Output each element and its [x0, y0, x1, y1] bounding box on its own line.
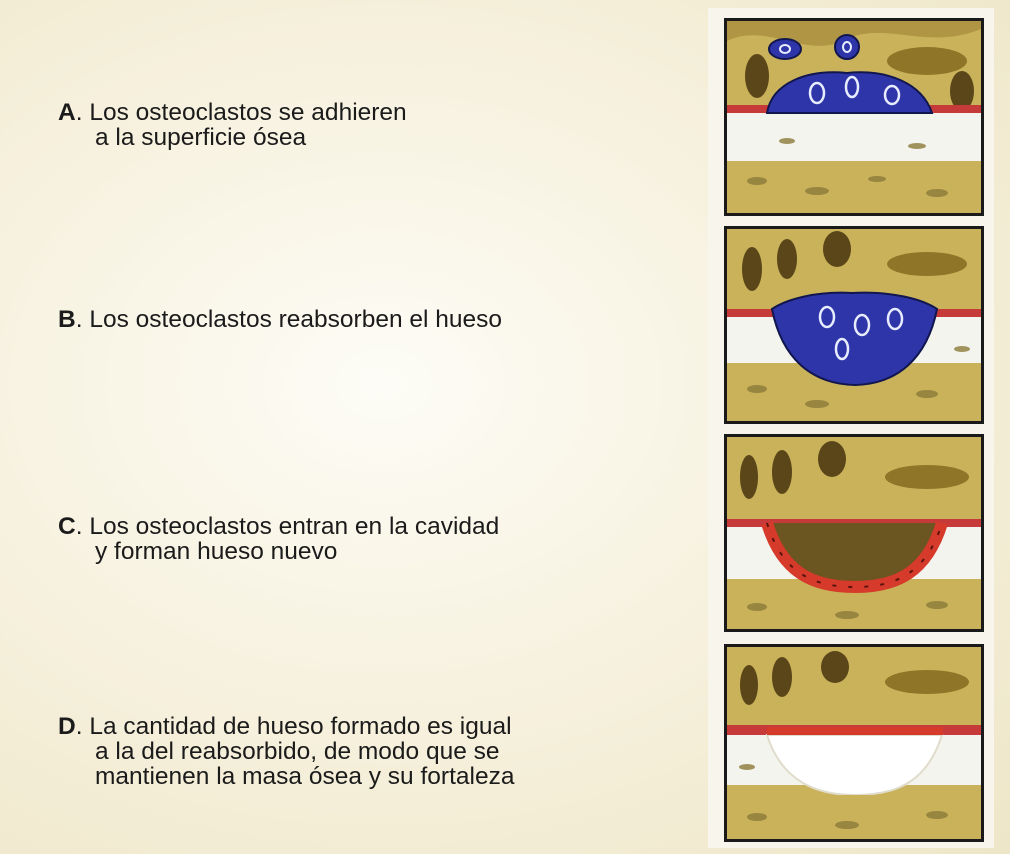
step-c-text-line-1: Los osteoclastos entran en la cavidad	[89, 513, 499, 540]
panel-d-svg	[727, 647, 981, 839]
step-c-letter: C	[58, 513, 76, 540]
panel-a-svg	[727, 21, 981, 213]
trabecula-shape	[885, 670, 969, 694]
osteoclast-precursor	[769, 39, 801, 59]
marrow-cavity	[772, 450, 792, 494]
trabecula-shape	[887, 252, 967, 276]
step-b-letter: B	[58, 306, 76, 333]
panel-c-illustration	[724, 434, 984, 632]
step-b-caption: B. Los osteoclastos reabsorben el hueso	[58, 307, 502, 332]
step-a-caption: A. Los osteoclastos se adhieren a la sup…	[58, 100, 407, 150]
osteoclast-precursor	[835, 35, 859, 59]
step-d-letter: D	[58, 713, 76, 740]
step-d-caption: D. La cantidad de hueso formado es igual…	[58, 714, 514, 789]
step-c-caption: C. Los osteoclastos entran en la cavidad…	[58, 514, 499, 564]
panel-c-svg	[727, 437, 981, 629]
panel-a-illustration	[724, 18, 984, 216]
cortical-bone-layer	[727, 113, 981, 161]
marrow-cavity	[823, 231, 851, 267]
marrow-cavity	[777, 239, 797, 279]
marrow-cavity	[745, 54, 769, 98]
trabecula-shape	[887, 47, 967, 75]
step-d-text-line-1: La cantidad de hueso formado es igual	[89, 713, 511, 740]
step-a-text-line-2: a la superficie ósea	[58, 125, 407, 150]
marrow-cavity	[742, 247, 762, 291]
step-c-text-line-2: y forman hueso nuevo	[58, 539, 499, 564]
step-a-text-line-1: Los osteoclastos se adhieren	[89, 99, 406, 126]
marrow-cavity	[740, 455, 758, 499]
panel-b-illustration	[724, 226, 984, 424]
step-d-text-line-3: mantienen la masa ósea y su fortaleza	[58, 764, 514, 789]
osteoblast-layer	[767, 727, 943, 735]
panel-b-svg	[727, 229, 981, 421]
marrow-cavity	[821, 651, 849, 683]
step-d-text-line-2: a la del reabsorbido, de modo que se	[58, 739, 514, 764]
step-b-text-line-1: Los osteoclastos reabsorben el hueso	[89, 306, 502, 333]
marrow-cavity	[818, 441, 846, 477]
marrow-cavity	[740, 665, 758, 705]
spongy-bone-lower	[727, 161, 981, 213]
panel-d-illustration	[724, 644, 984, 842]
step-a-letter: A	[58, 99, 76, 126]
trabecula-shape	[885, 465, 969, 489]
marrow-cavity	[772, 657, 792, 697]
